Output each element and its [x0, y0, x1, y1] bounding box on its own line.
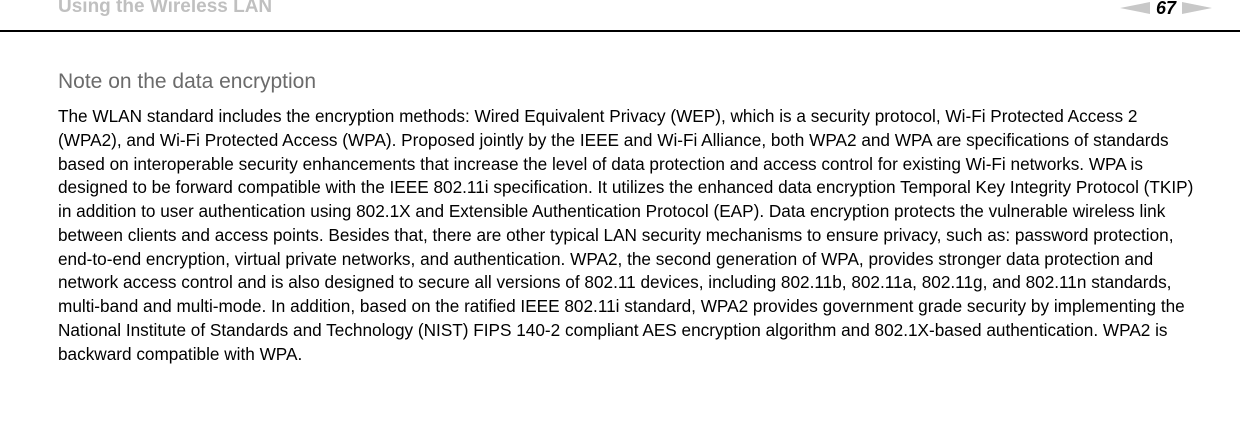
- page-navigation: 67: [1119, 0, 1212, 19]
- header-title: Using the Wireless LAN: [58, 0, 273, 17]
- page-number: 67: [1155, 0, 1176, 18]
- header-divider: [0, 30, 1240, 32]
- next-page-icon[interactable]: [1182, 2, 1212, 14]
- section-title: Note on the data encryption: [58, 70, 317, 93]
- previous-page-icon[interactable]: [1119, 2, 1150, 14]
- section-body: The WLAN standard includes the encryptio…: [58, 106, 1194, 364]
